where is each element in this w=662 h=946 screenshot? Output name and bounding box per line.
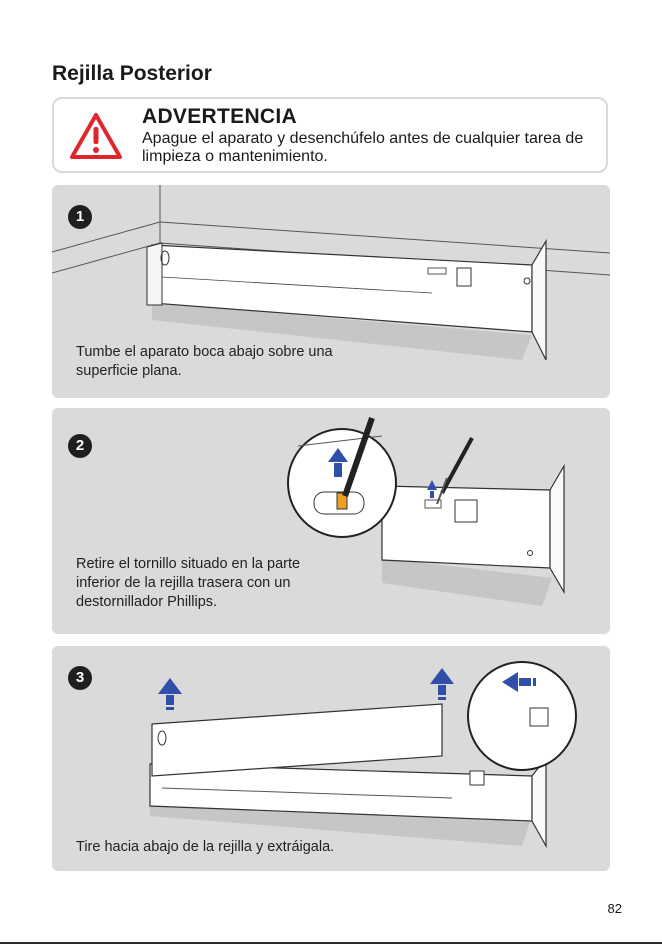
step-3-number: 3 [68,666,92,690]
step-2-panel: 2 Retire el tornillo situado en la parte… [52,408,610,634]
step-2-number: 2 [68,434,92,458]
step-1-number: 1 [68,205,92,229]
step-1-caption: Tumbe el aparato boca abajo sobre una su… [76,344,333,379]
step-3-caption: Tire hacia abajo de la rejilla y extráig… [76,839,335,855]
footer-rule [0,942,662,944]
warning-text: Apague el aparato y desenchúfelo antes d… [142,130,584,165]
page-title: Rejilla Posterior [52,62,212,85]
step-1-illustration [52,185,610,361]
step-3-illustration [149,661,577,849]
warning-triangle-icon [70,113,122,159]
step-3-panel: 3 Tire hacia abajo de la rejilla y extrá… [52,646,610,871]
step-2-caption: Retire el tornillo situado en la parte i… [76,556,301,610]
step-1-panel: 1 Tumbe el aparato boca abajo sobre una … [52,185,610,398]
warning-title: ADVERTENCIA [142,105,297,128]
warning-box: ADVERTENCIA Apague el aparato y desenchú… [52,97,608,173]
page-number: 82 [607,901,622,916]
step-2-illustration [287,417,565,606]
